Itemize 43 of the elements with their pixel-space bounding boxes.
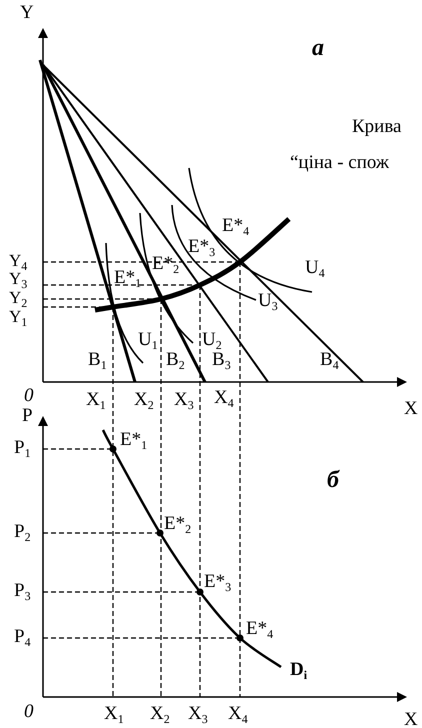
- axis-tick-label: P$_{1}$: [14, 438, 31, 459]
- axis-tick-label: Y$_{4}$: [9, 252, 28, 272]
- axis-tick-label: X$_{2}$: [134, 390, 154, 411]
- axis-tick-label: Y$_{2}$: [9, 289, 28, 309]
- curve-caption: “ціна - спож: [290, 153, 390, 172]
- curve-label: U$_{2}$: [202, 330, 222, 351]
- point-label: E*$_{2}$: [164, 514, 192, 535]
- point-label: E*$_{4}$: [222, 216, 250, 237]
- panel-label: а: [312, 36, 324, 60]
- axis-tick-label: X$_{4}$: [228, 704, 248, 725]
- curve-label: U$_{1}$: [138, 330, 158, 351]
- point-label: E*$_{1}$: [114, 268, 142, 289]
- axis-label: X: [404, 399, 418, 418]
- axis-tick-label: Y$_{3}$: [9, 270, 28, 290]
- axis-label: X: [404, 710, 418, 728]
- axis-tick-label: X$_{2}$: [150, 704, 170, 725]
- axis-tick-label: P$_{2}$: [14, 522, 31, 543]
- line-label: B$_{2}$: [166, 350, 185, 371]
- panel-label: б: [327, 468, 339, 492]
- axis-tick-label: X$_{1}$: [86, 390, 106, 411]
- point-label: E*$_{3}$: [204, 572, 232, 593]
- curve-label: D$_{i}$: [290, 660, 308, 681]
- origin-label: 0: [24, 386, 34, 405]
- axis-tick-label: P$_{3}$: [14, 581, 31, 602]
- point-label: E*$_{4}$: [246, 619, 274, 640]
- point-label: E*$_{2}$: [152, 254, 180, 275]
- axis-tick-label: X$_{4}$: [214, 388, 234, 409]
- curve-label: U$_{3}$: [258, 291, 278, 312]
- axis-tick-label: X$_{3}$: [188, 704, 208, 725]
- axis-tick-label: X$_{1}$: [104, 704, 124, 725]
- axis-label: P: [22, 406, 33, 425]
- line-label: B$_{1}$: [88, 350, 107, 371]
- line-label: B$_{4}$: [320, 350, 339, 371]
- axis-tick-label: Y$_{1}$: [9, 308, 28, 328]
- curve-caption: Крива: [352, 117, 402, 136]
- point-label: E*$_{1}$: [120, 430, 148, 451]
- curve-label: U$_{4}$: [305, 258, 325, 279]
- line-label: B$_{3}$: [212, 350, 231, 371]
- origin-label: 0: [24, 702, 34, 721]
- axis-tick-label: P$_{4}$: [14, 627, 31, 648]
- point-label: E*$_{3}$: [188, 237, 216, 258]
- axis-label: Y: [20, 3, 34, 22]
- axis-tick-label: X$_{3}$: [174, 390, 194, 411]
